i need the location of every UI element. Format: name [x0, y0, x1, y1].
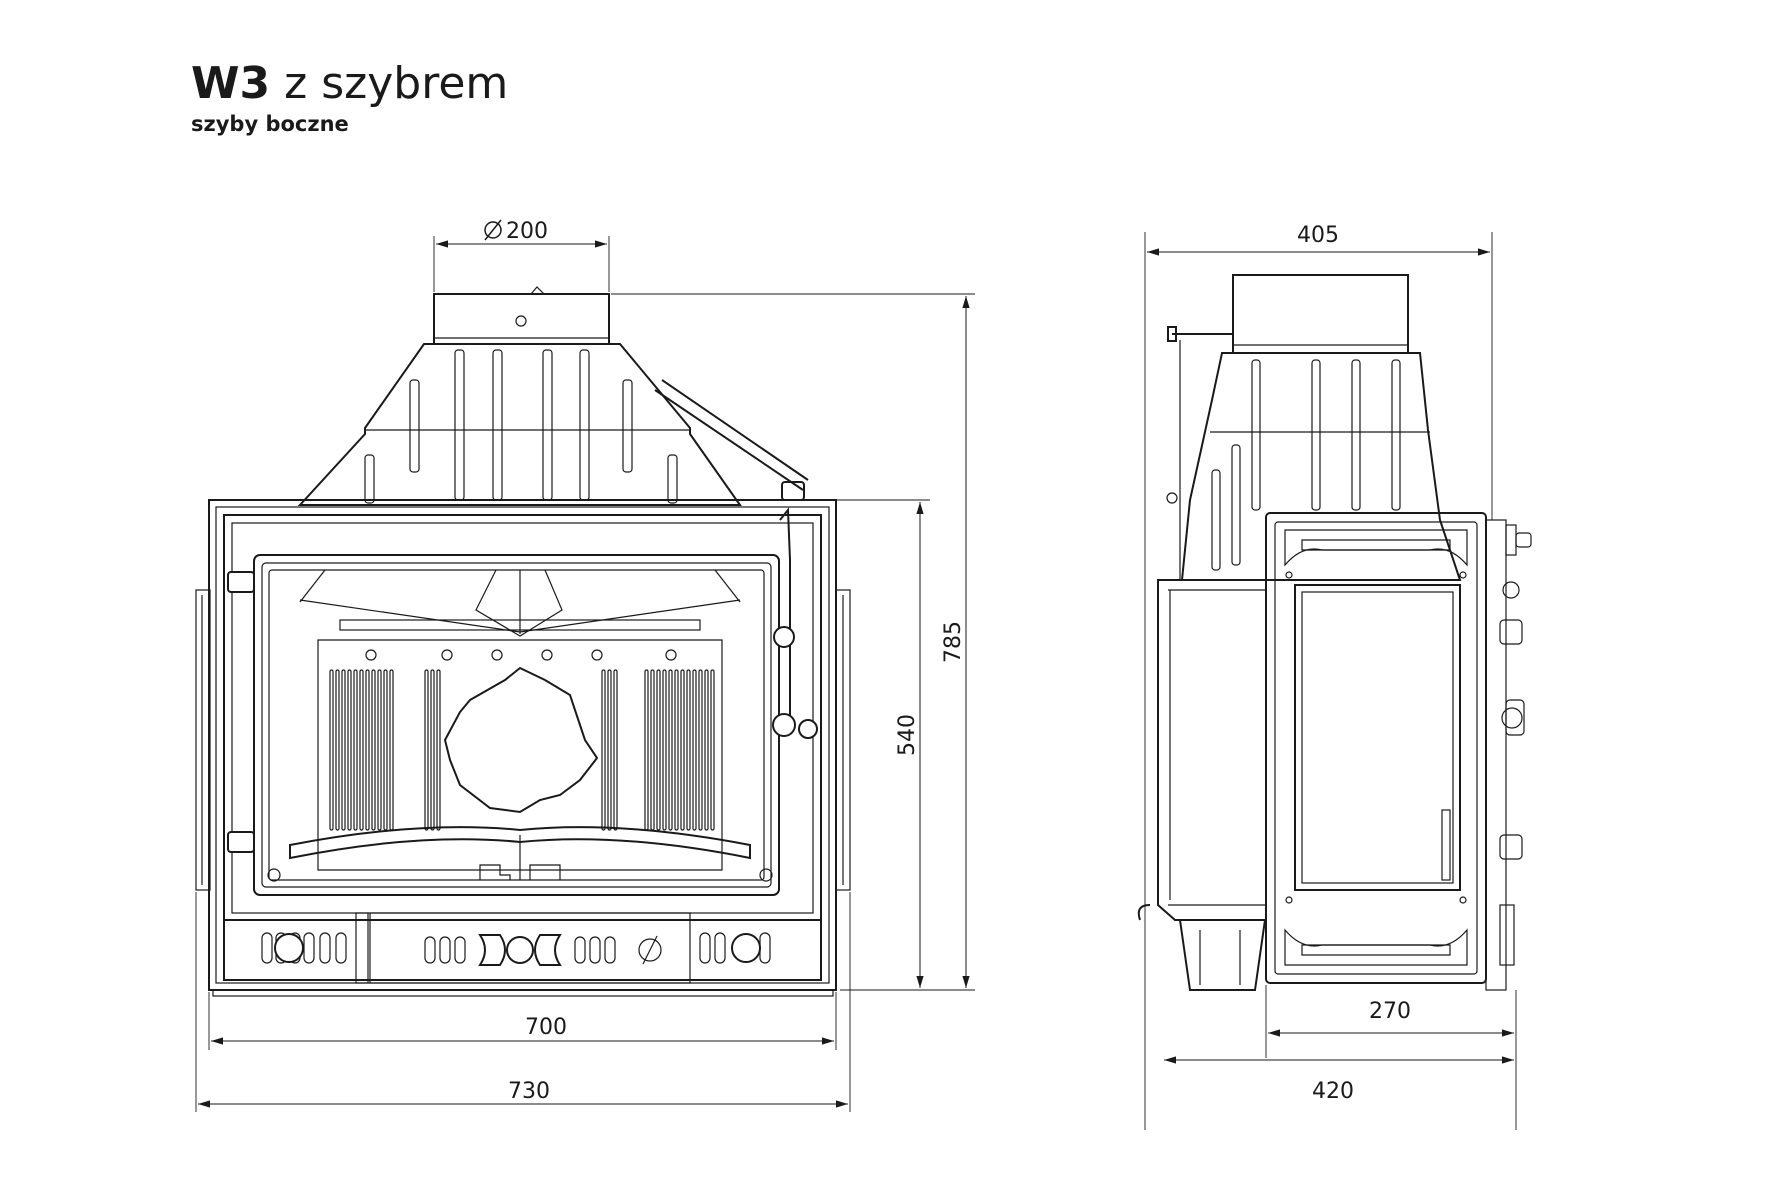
flue-diameter-label: 200: [506, 219, 548, 244]
back-plate: [317, 639, 723, 871]
front-view: 200 785 540 700 730: [195, 219, 975, 1112]
front-dimensions: 200 785 540 700 730: [195, 219, 975, 1112]
glass-door: [227, 507, 818, 896]
width-body-label: 700: [525, 1015, 567, 1040]
flue-collar: [433, 286, 610, 345]
page-title: W3 z szybrem: [191, 58, 508, 110]
title-block: W3 z szybrem szyby boczne: [191, 58, 508, 136]
page-subtitle: szyby boczne: [191, 112, 349, 136]
ash-drawer: [212, 912, 834, 997]
smoke-hood: [297, 343, 809, 506]
depth-total-label: 420: [1312, 1079, 1354, 1104]
side-view: 405 270 420: [1137, 223, 1532, 1130]
side-dimensions: 405 270 420: [1144, 223, 1517, 1130]
height-total-label: 785: [941, 621, 966, 663]
height-body-label: 540: [895, 714, 920, 756]
depth-top-label: 405: [1297, 223, 1339, 248]
model-variant: z szybrem: [284, 58, 509, 109]
front-frame: [195, 499, 851, 991]
grate-bar: [267, 826, 773, 882]
depth-door-label: 270: [1369, 999, 1411, 1024]
model-name: W3: [191, 58, 271, 109]
width-total-label: 730: [508, 1079, 550, 1104]
diameter-icon: [484, 219, 502, 241]
